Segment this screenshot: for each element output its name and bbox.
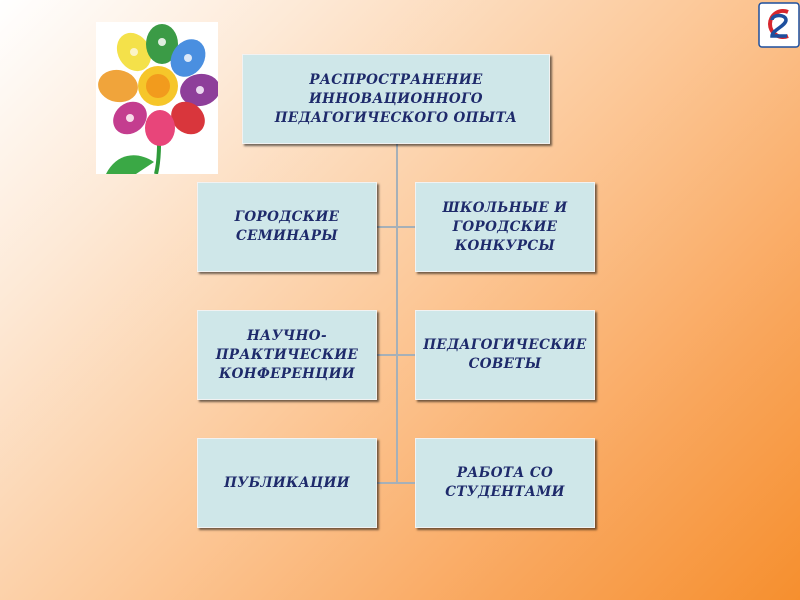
node-city-seminars: ГОРОДСКИЕ СЕМИНАРЫ [197, 182, 377, 272]
flower-illustration [96, 22, 220, 175]
node-pedagogical-councils: ПЕДАГОГИЧЕСКИЕ СОВЕТЫ [415, 310, 595, 400]
node-school-city-contests: ШКОЛЬНЫЕ И ГОРОДСКИЕ КОНКУРСЫ [415, 182, 595, 272]
root-node: РАСПРОСТРАНЕНИЕ ИННОВАЦИОННОГО ПЕДАГОГИЧ… [242, 54, 550, 144]
connector-row3 [377, 482, 415, 484]
node-work-with-students: РАБОТА СО СТУДЕНТАМИ [415, 438, 595, 528]
node-conferences: НАУЧНО- ПРАКТИЧЕСКИЕ КОНФЕРЕНЦИИ [197, 310, 377, 400]
node-publications: ПУБЛИКАЦИИ [197, 438, 377, 528]
logo-icon [758, 2, 800, 48]
connector-row1 [377, 226, 415, 228]
trunk-connector [396, 144, 398, 484]
connector-row2 [377, 354, 415, 356]
